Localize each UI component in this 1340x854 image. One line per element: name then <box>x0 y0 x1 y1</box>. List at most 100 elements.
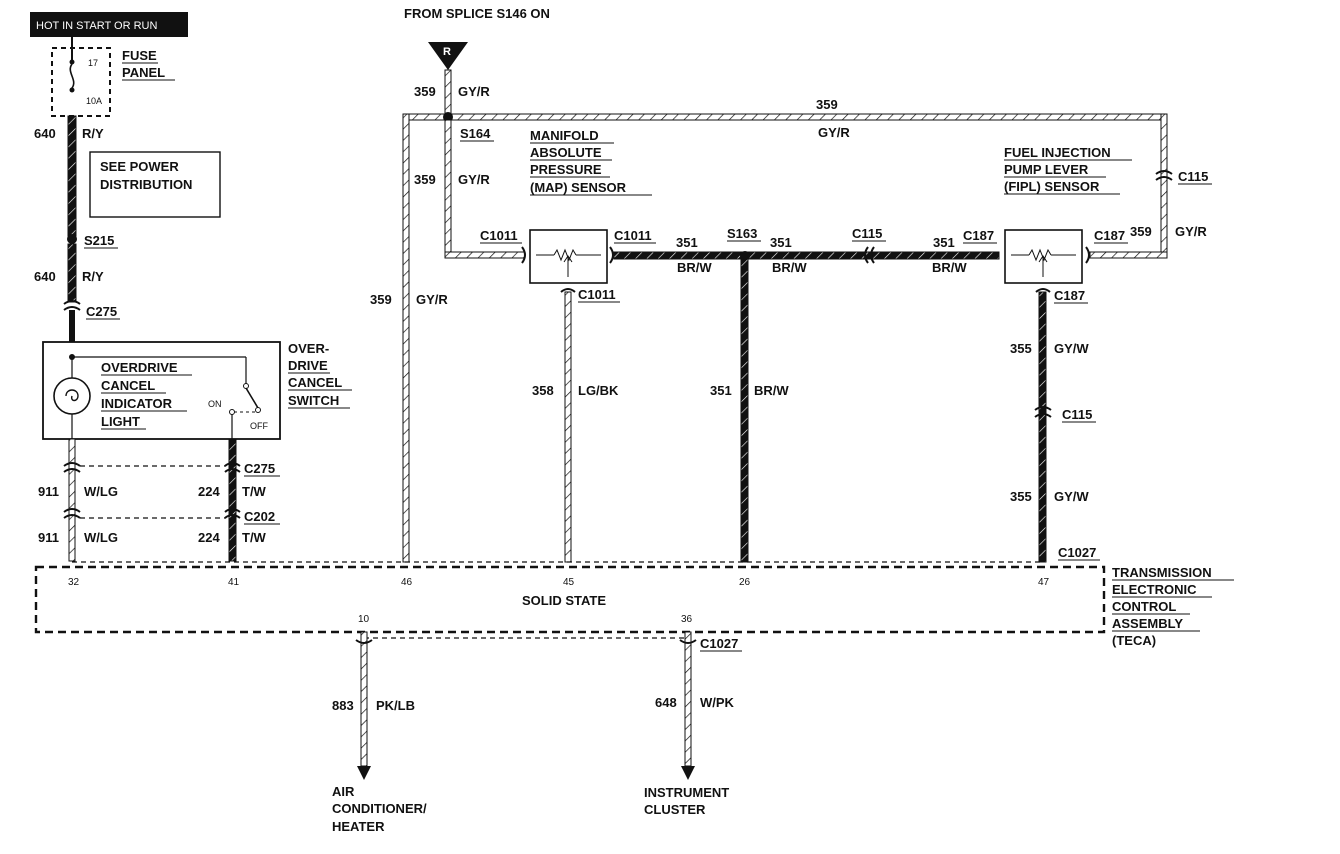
hot-in-start-label: HOT IN START OR RUN <box>30 12 188 37</box>
svg-text:10A: 10A <box>86 96 102 106</box>
svg-text:10: 10 <box>358 614 370 625</box>
svg-text:HEATER: HEATER <box>332 819 385 834</box>
svg-text:17: 17 <box>88 58 98 68</box>
svg-text:SEE POWER: SEE POWER <box>100 159 179 174</box>
wire-351-horizontal: C1011 351 BR/W 351 BR/W 351 BR/W C115 C1… <box>609 226 1000 275</box>
map-sensor: MANIFOLD ABSOLUTE PRESSURE (MAP) SENSOR <box>529 128 652 284</box>
svg-text:BR/W: BR/W <box>932 260 967 275</box>
svg-text:AIR: AIR <box>332 784 355 799</box>
svg-text:T/W: T/W <box>242 484 267 499</box>
svg-text:358: 358 <box>532 383 554 398</box>
svg-text:T/W: T/W <box>242 530 267 545</box>
svg-text:W/LG: W/LG <box>84 484 118 499</box>
svg-text:911: 911 <box>38 484 59 499</box>
svg-text:41: 41 <box>228 577 240 588</box>
svg-text:(FIPL) SENSOR: (FIPL) SENSOR <box>1004 179 1100 194</box>
svg-text:359: 359 <box>414 172 436 187</box>
arrow-down-icon <box>357 766 371 780</box>
svg-text:224: 224 <box>198 530 220 545</box>
wire-355: C187 C115 355 GY/W 355 GY/W <box>1010 288 1096 563</box>
teca-module: SOLID STATE 32 41 46 45 26 47 10 36 TRAN… <box>34 565 1234 648</box>
svg-text:INSTRUMENT: INSTRUMENT <box>644 785 729 800</box>
svg-text:OVERDRIVE: OVERDRIVE <box>101 360 178 375</box>
svg-text:351: 351 <box>710 383 732 398</box>
from-splice-label: FROM SPLICE S146 ON <box>404 6 550 21</box>
svg-text:36: 36 <box>681 614 693 625</box>
svg-text:C275: C275 <box>86 304 117 319</box>
svg-text:(TECA): (TECA) <box>1112 633 1156 648</box>
svg-text:ASSEMBLY: ASSEMBLY <box>1112 616 1183 631</box>
svg-text:OVER-: OVER- <box>288 341 329 356</box>
switch-contact-icon <box>245 387 259 409</box>
wire-359-drop: 359 GY/R C1011 <box>414 119 526 264</box>
svg-text:PRESSURE: PRESSURE <box>530 162 602 177</box>
svg-text:PUMP LEVER: PUMP LEVER <box>1004 162 1089 177</box>
svg-text:(MAP) SENSOR: (MAP) SENSOR <box>530 180 627 195</box>
svg-text:HOT IN START OR RUN: HOT IN START OR RUN <box>36 20 157 32</box>
svg-text:GY/W: GY/W <box>1054 341 1089 356</box>
svg-text:224: 224 <box>198 484 220 499</box>
svg-text:GY/R: GY/R <box>416 292 448 307</box>
svg-text:648: 648 <box>655 695 677 710</box>
svg-text:C115: C115 <box>1178 169 1208 184</box>
wire-358: C1011 358 LG/BK <box>532 287 620 563</box>
svg-text:C1011: C1011 <box>480 228 518 243</box>
svg-text:R: R <box>443 46 451 58</box>
svg-text:359: 359 <box>816 97 838 112</box>
svg-text:GY/R: GY/R <box>458 172 490 187</box>
map-resistor-icon <box>553 248 577 262</box>
svg-text:LIGHT: LIGHT <box>101 414 140 429</box>
wire-911: 911 W/LG 911 W/LG <box>38 438 118 562</box>
overdrive-cancel-module: OVERDRIVE CANCEL INDICATOR LIGHT ON OFF … <box>42 341 352 440</box>
svg-text:C115: C115 <box>852 226 882 241</box>
svg-text:911: 911 <box>38 530 59 545</box>
svg-text:ELECTRONIC: ELECTRONIC <box>1112 582 1197 597</box>
svg-text:883: 883 <box>332 698 354 713</box>
fipl-sensor: FUEL INJECTION PUMP LEVER (FIPL) SENSOR … <box>1004 145 1132 284</box>
svg-text:C202: C202 <box>244 509 275 524</box>
fuse-icon <box>69 63 75 89</box>
svg-text:DISTRIBUTION: DISTRIBUTION <box>100 177 192 192</box>
svg-text:BR/W: BR/W <box>754 383 789 398</box>
svg-text:640: 640 <box>34 269 56 284</box>
svg-text:R/Y: R/Y <box>82 126 104 141</box>
svg-text:W/PK: W/PK <box>700 695 735 710</box>
svg-text:S163: S163 <box>727 226 757 241</box>
svg-text:GY/R: GY/R <box>818 125 850 140</box>
wire-224: 224 T/W 224 T/W C275 C202 <box>198 438 280 562</box>
svg-text:W/LG: W/LG <box>84 530 118 545</box>
svg-text:351: 351 <box>770 235 792 250</box>
svg-text:C1027: C1027 <box>1058 545 1096 560</box>
r-marker: R <box>428 42 468 70</box>
svg-text:BR/W: BR/W <box>677 260 712 275</box>
svg-text:351: 351 <box>933 235 955 250</box>
svg-text:TRANSMISSION: TRANSMISSION <box>1112 565 1212 580</box>
svg-text:CANCEL: CANCEL <box>288 375 342 390</box>
svg-text:359: 359 <box>414 84 436 99</box>
svg-text:46: 46 <box>401 577 413 588</box>
wire-359-top: 359 GY/R <box>414 69 490 117</box>
svg-text:DRIVE: DRIVE <box>288 358 328 373</box>
svg-text:BR/W: BR/W <box>772 260 807 275</box>
fipl-resistor-icon <box>1028 248 1052 262</box>
svg-text:LG/BK: LG/BK <box>578 383 619 398</box>
svg-text:CLUSTER: CLUSTER <box>644 802 706 817</box>
svg-text:47: 47 <box>1038 577 1050 588</box>
svg-text:MANIFOLD: MANIFOLD <box>530 128 599 143</box>
power-distribution-box: SEE POWER DISTRIBUTION <box>89 151 221 218</box>
svg-text:ON: ON <box>208 399 222 409</box>
svg-text:C187: C187 <box>963 228 994 243</box>
destination-ac-heater: AIR CONDITIONER/ HEATER <box>332 784 427 834</box>
svg-text:ABSOLUTE: ABSOLUTE <box>530 145 602 160</box>
svg-text:C187: C187 <box>1094 228 1125 243</box>
arrow-down-icon <box>681 766 695 780</box>
svg-text:C275: C275 <box>244 461 275 476</box>
connector-c275-top: C275 <box>63 300 120 320</box>
svg-text:355: 355 <box>1010 489 1032 504</box>
svg-text:CANCEL: CANCEL <box>101 378 155 393</box>
svg-text:C1011: C1011 <box>614 228 652 243</box>
svg-text:GY/W: GY/W <box>1054 489 1089 504</box>
svg-text:C187: C187 <box>1054 288 1085 303</box>
svg-text:C1011: C1011 <box>578 287 616 302</box>
svg-text:45: 45 <box>563 577 575 588</box>
